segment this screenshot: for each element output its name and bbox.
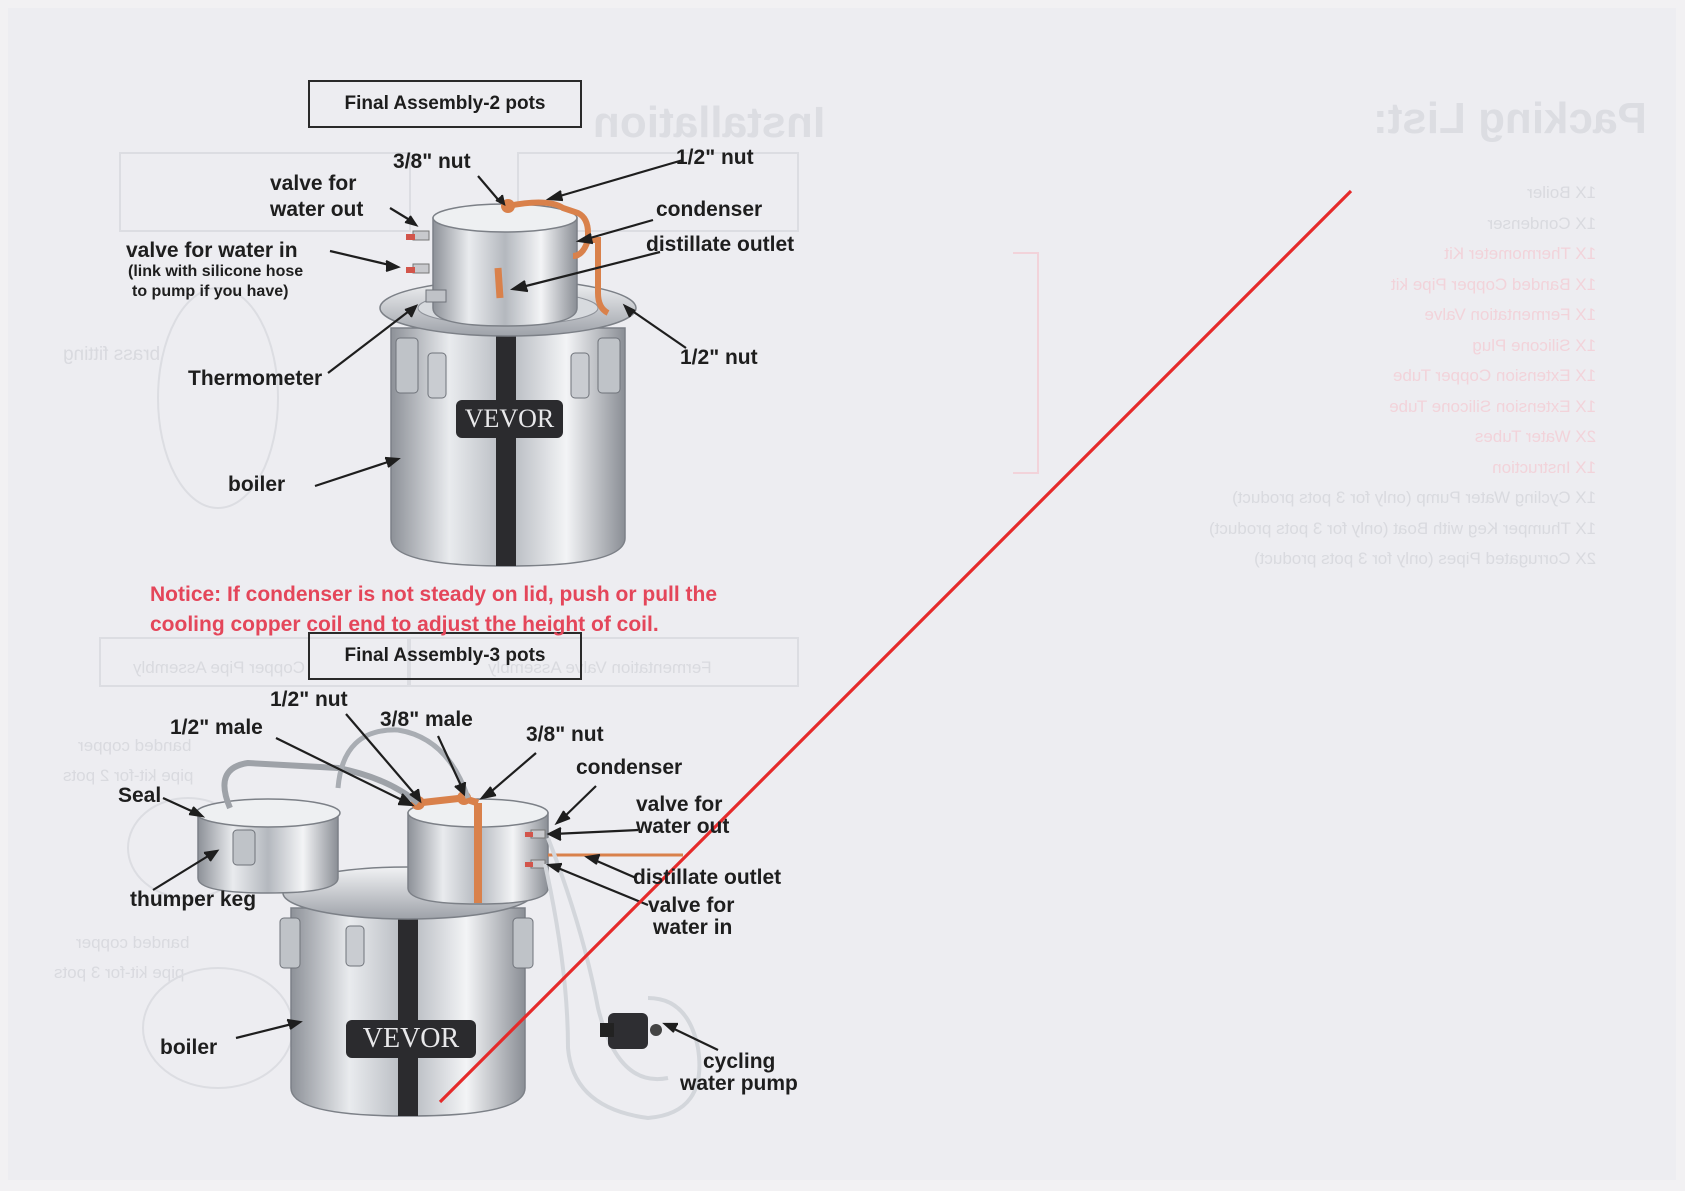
label-3p-valve-in-b: water in bbox=[653, 916, 733, 939]
label-12-nut-side: 1/2" nut bbox=[680, 346, 758, 369]
label-valve-in: valve for water in bbox=[126, 239, 298, 262]
label-valve-out-a: valve for bbox=[270, 172, 357, 195]
label-3p-seal: Seal bbox=[118, 784, 162, 807]
label-3p-valve-out-a: valve for bbox=[636, 793, 723, 816]
label-3p-valve-out-b: water out bbox=[636, 815, 730, 838]
label-3p-38-male: 3/8" male bbox=[380, 708, 473, 731]
label-3p-condenser: condenser bbox=[576, 756, 683, 779]
label-3p-38-nut: 3/8" nut bbox=[526, 723, 604, 746]
label-boiler-2pots: boiler bbox=[228, 473, 286, 496]
label-condenser: condenser bbox=[656, 198, 763, 221]
label-3p-pump-a: cycling bbox=[703, 1050, 776, 1073]
red-slash-mark bbox=[438, 189, 1353, 1104]
label-3p-12-nut: 1/2" nut bbox=[270, 688, 348, 711]
label-thermometer: Thermometer bbox=[188, 367, 323, 390]
brand-vevor-3pots: VEVOR bbox=[362, 1023, 460, 1054]
label-valve-in-note-a: (link with silicone hose bbox=[128, 263, 304, 280]
label-3p-valve-in-a: valve for bbox=[648, 894, 735, 917]
notice-line-1: Notice: If condenser is not steady on li… bbox=[150, 583, 718, 606]
three-pot-still bbox=[195, 727, 702, 1121]
notice-text: Notice: If condenser is not steady on li… bbox=[150, 580, 717, 640]
label-38-nut: 3/8" nut bbox=[393, 150, 471, 173]
title-3-pots: Final Assembly-3 pots bbox=[308, 632, 582, 680]
label-3p-boiler: boiler bbox=[160, 1036, 218, 1059]
label-valve-in-note-b: to pump if you have) bbox=[132, 283, 289, 300]
label-valve-out-b: water out bbox=[270, 198, 364, 221]
notice-line-2: cooling copper coil end to adjust the he… bbox=[150, 613, 659, 636]
title-2-pots: Final Assembly-2 pots bbox=[308, 80, 582, 128]
label-distillate-outlet: distillate outlet bbox=[646, 233, 795, 256]
label-3p-distillate-outlet: distillate outlet bbox=[633, 866, 782, 889]
label-3p-12-male: 1/2" male bbox=[170, 716, 263, 739]
two-pot-still bbox=[379, 199, 637, 567]
label-3p-thumper-keg: thumper keg bbox=[130, 888, 257, 911]
label-3p-pump-b: water pump bbox=[680, 1072, 798, 1095]
assembly-illustration bbox=[99, 152, 1353, 1121]
label-12-nut-top: 1/2" nut bbox=[676, 146, 754, 169]
brand-vevor-2pots: VEVOR bbox=[464, 404, 555, 433]
